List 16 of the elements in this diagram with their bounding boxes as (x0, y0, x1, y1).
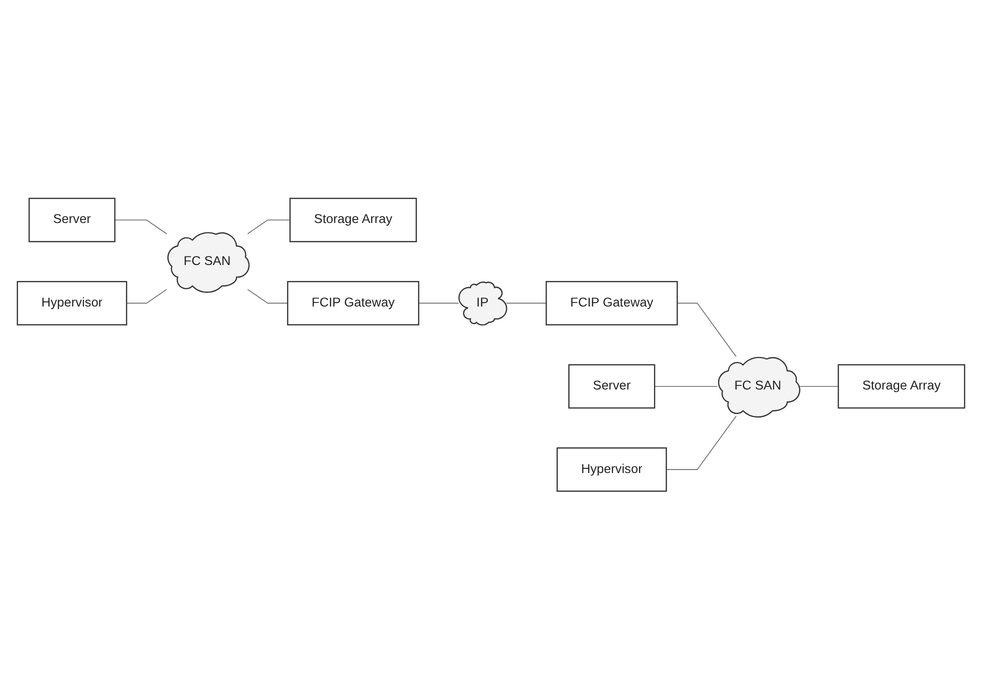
node-box: Server (28, 198, 116, 242)
connector (114, 219, 167, 234)
node-box: Server (568, 364, 656, 408)
connector (247, 288, 288, 304)
node-box: Storage Array (838, 364, 966, 408)
connector (676, 302, 737, 357)
node-box: Hypervisor (16, 280, 128, 326)
connector (247, 219, 290, 234)
connector (418, 302, 460, 304)
connector (506, 302, 547, 304)
node-box: Hypervisor (556, 447, 667, 492)
node-box: Storage Array (289, 198, 417, 242)
connector (126, 288, 167, 304)
connector (666, 415, 737, 470)
node-box: FCIP Gateway (546, 280, 678, 326)
node-box: FCIP Gateway (287, 280, 420, 326)
